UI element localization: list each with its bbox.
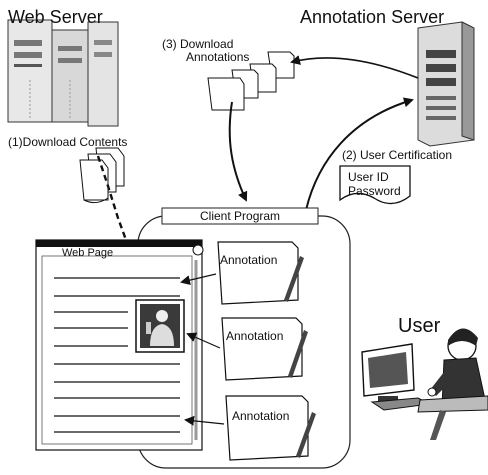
user-id-label: User ID	[348, 170, 389, 184]
annotations-to-client-arrow	[228, 101, 248, 202]
client-program-label: Client Program	[200, 209, 281, 223]
annotation-2-link-arrow	[186, 332, 221, 349]
webpage-photo	[135, 299, 185, 353]
web-server-label: Web Server	[8, 7, 103, 27]
download-contents-pages-icon	[79, 147, 125, 204]
download-contents-label: (1)Download Contents	[8, 135, 128, 149]
download-annotations-arrow	[290, 55, 419, 79]
download-annotations-label-line2: Annotations	[186, 50, 250, 64]
annotation-server-icon	[417, 21, 475, 147]
download-annotations-pages-icon	[207, 51, 295, 111]
password-label: Password	[348, 184, 401, 198]
download-contents-path	[96, 155, 128, 241]
user-certification-label: (2) User Certification	[342, 148, 453, 162]
download-annotations-label-line1: (3) Download	[162, 37, 234, 51]
annotation-card-1-label: Annotation	[220, 253, 278, 267]
user-certification-arrow	[305, 97, 414, 211]
annotation-card-3-shape	[225, 395, 316, 461]
credentials-card	[339, 165, 411, 205]
annotation-3-link-arrow	[184, 415, 225, 426]
annotation-card-2-label: Annotation	[226, 329, 284, 343]
annotation-server-label: Annotation Server	[300, 7, 445, 27]
user-at-computer-icon	[361, 328, 488, 440]
annotation-card-2-shape	[221, 317, 308, 381]
annotation-card-3-label: Annotation	[232, 409, 290, 423]
web-server-icon	[7, 19, 119, 127]
annotation-card-1-shape	[217, 241, 304, 305]
annotation-1-link-arrow	[180, 273, 217, 286]
web-page-label: Web Page	[62, 247, 114, 259]
client-program-label-box	[161, 207, 319, 225]
user-label: User	[398, 315, 441, 337]
